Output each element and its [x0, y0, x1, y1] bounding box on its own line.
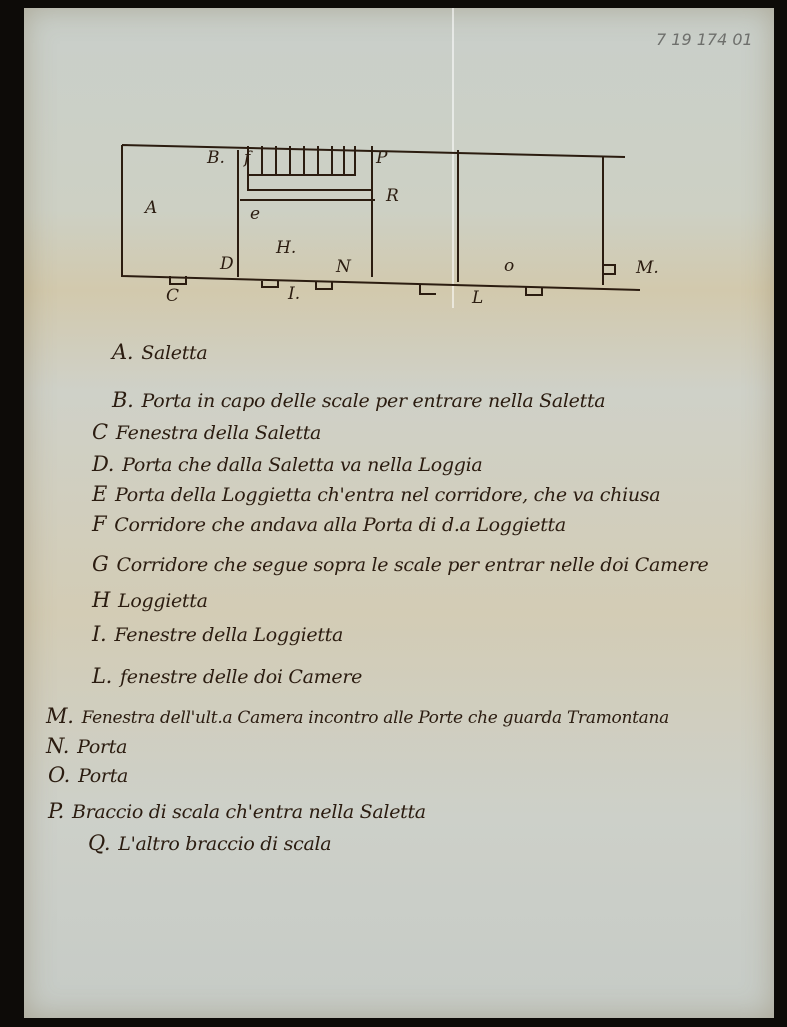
plan-label-f: f: [244, 148, 251, 168]
paper-fold: [452, 8, 454, 308]
plan-label-b: B.: [207, 148, 225, 168]
plan-label-n: N: [336, 257, 351, 277]
plan-label-h: H.: [276, 238, 297, 258]
manuscript-page: [24, 8, 774, 1018]
plan-label-i: I.: [288, 284, 301, 304]
plan-label-l: L: [472, 288, 484, 308]
legend-item: N.Porta: [46, 734, 128, 758]
plan-label-o: o: [504, 256, 515, 276]
plan-label-a: A: [145, 198, 158, 218]
corridor-lines: [240, 175, 375, 201]
plan-label-q: R: [386, 186, 399, 206]
legend-item: P.Braccio di scala ch'entra nella Salett…: [48, 799, 426, 823]
legend-item: A.Saletta: [112, 340, 208, 364]
legend-item: L.fenestre delle doi Camere: [92, 664, 363, 688]
legend-item: D.Porta che dalla Saletta va nella Loggi…: [92, 452, 483, 476]
legend-item: O.Porta: [48, 763, 129, 787]
legend-item: Q.L'altro braccio di scala: [88, 831, 332, 855]
plan-label-p: P: [376, 148, 388, 168]
stair-flight: [247, 146, 356, 176]
floor-plan-drawing: [121, 144, 641, 296]
plan-label-m: M.: [636, 258, 659, 278]
archive-number: 7 19 174 01: [656, 30, 753, 49]
loggietta-walls: [237, 146, 373, 277]
outer-wall: [121, 144, 641, 291]
legend-item: I.Fenestre della Loggietta: [92, 622, 344, 646]
legend-item: B.Porta in capo delle scale per entrare …: [112, 388, 606, 412]
windows: [169, 264, 616, 296]
legend-item: M.Fenestra dell'ult.a Camera incontro al…: [46, 704, 669, 728]
plan-label-e: e: [250, 204, 261, 224]
plan-label-d: D: [220, 254, 234, 274]
plan-label-c: C: [166, 286, 180, 306]
